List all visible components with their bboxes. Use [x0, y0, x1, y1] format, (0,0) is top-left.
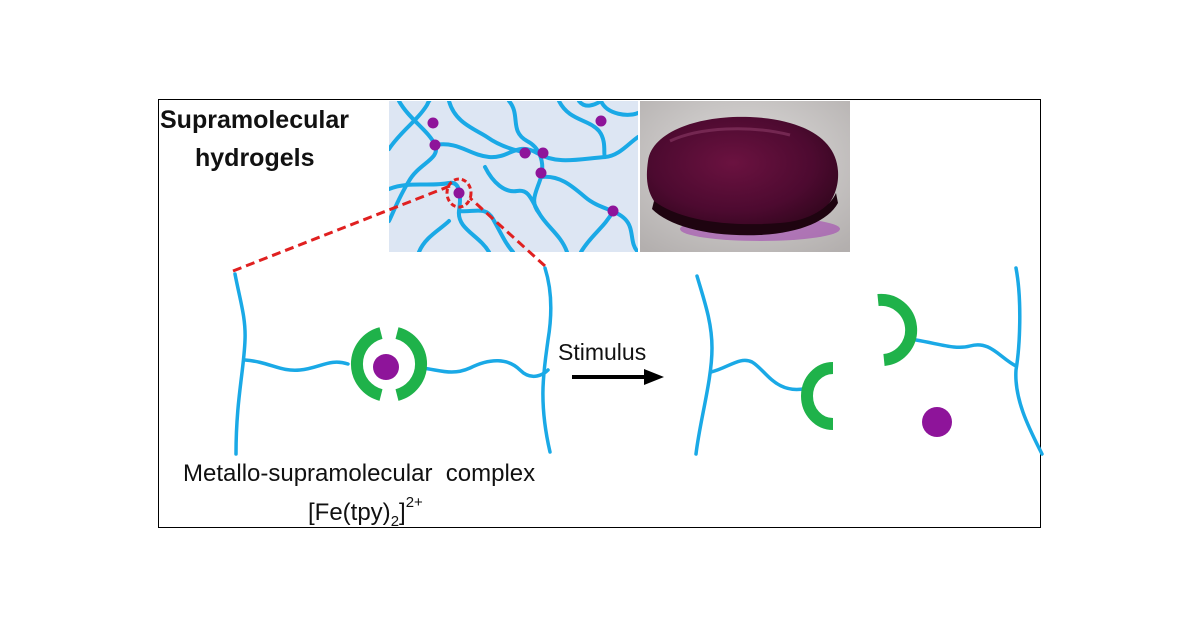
title-line-1: Supramolecular — [160, 108, 349, 133]
metal-node — [520, 148, 531, 159]
formula-main: [Fe(tpy) — [308, 499, 391, 526]
gel-photo-svg — [640, 101, 850, 252]
network-chain — [389, 101, 436, 221]
hydrogel-network-panel — [389, 101, 638, 252]
network-chain — [559, 101, 605, 157]
metal-node — [454, 188, 465, 199]
network-chain — [419, 221, 449, 252]
network-svg — [389, 101, 638, 252]
metal-node — [536, 168, 547, 179]
metal-node — [430, 140, 441, 151]
stimulus-label: Stimulus — [558, 341, 646, 364]
metal-node — [596, 116, 607, 127]
metal-node — [538, 148, 549, 159]
network-chain — [581, 211, 613, 252]
metal-node — [428, 118, 439, 129]
hydrogel-photo — [640, 101, 850, 252]
network-chain — [579, 101, 601, 106]
metal-node — [608, 206, 619, 217]
complex-formula: [Fe(tpy)2]2+ — [308, 495, 423, 529]
title-line-2: hydrogels — [195, 146, 314, 171]
formula-superscript: 2+ — [406, 494, 423, 511]
formula-subscript: 2 — [391, 513, 399, 530]
formula-close: ] — [399, 499, 406, 526]
complex-label: Metallo-supramolecular complex — [183, 462, 535, 486]
network-chain — [601, 101, 638, 115]
